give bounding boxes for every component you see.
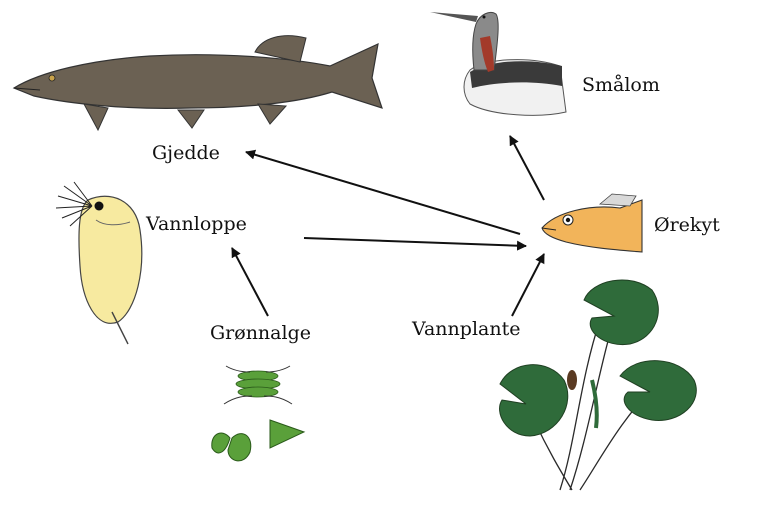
arrow-gronnalge-to-vannloppe — [231, 247, 269, 317]
label-vannplante: Vannplante — [412, 318, 521, 340]
label-gronnalge: Grønnalge — [210, 322, 311, 344]
pike-fish-icon — [12, 35, 383, 132]
label-orekyt: Ørekyt — [654, 214, 720, 236]
label-gjedde: Gjedde — [152, 142, 220, 164]
label-smalom: Smålom — [582, 74, 660, 96]
loon-bird-icon — [430, 11, 567, 116]
water-flea-icon — [55, 181, 143, 345]
arrow-orekyt-to-smalom — [509, 135, 545, 201]
label-vannloppe: Vannloppe — [146, 213, 247, 235]
arrow-vannplante-to-orekyt — [511, 253, 545, 317]
arrow-orekyt-to-gjedde — [245, 149, 521, 235]
food-web-arrows — [231, 135, 545, 317]
arrow-vannloppe-to-orekyt — [303, 237, 527, 251]
minnow-fish-icon — [541, 193, 643, 253]
green-algae-icon — [211, 365, 306, 462]
water-plant-icon — [499, 279, 697, 491]
